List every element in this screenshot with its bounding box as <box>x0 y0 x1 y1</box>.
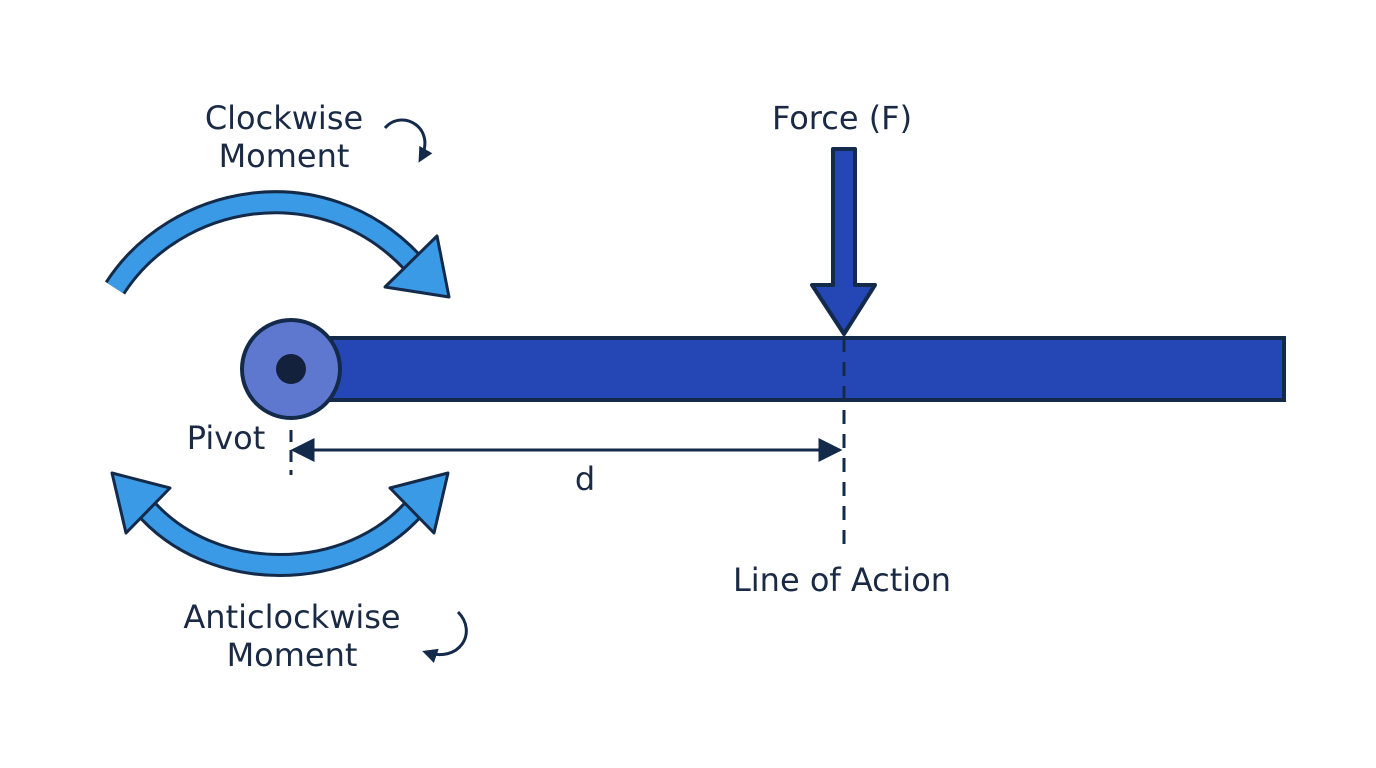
pivot <box>240 318 342 420</box>
force-label: Force (F) <box>772 99 912 137</box>
anticlockwise-arrow-icon <box>422 610 468 663</box>
clockwise-moment-arrow <box>104 190 451 299</box>
clockwise-arrow-icon <box>383 118 433 163</box>
lever-beam <box>288 336 1286 402</box>
clockwise-label-line2: Moment <box>219 137 350 175</box>
force-arrow <box>810 147 877 336</box>
distance-label: d <box>575 460 595 498</box>
clockwise-label-line1: Clockwise <box>205 99 363 137</box>
pivot-label: Pivot <box>187 419 266 457</box>
anticlockwise-label-line2: Moment <box>227 636 358 674</box>
anticlockwise-moment-arrow <box>110 471 450 577</box>
pivot-center <box>276 354 306 384</box>
line-of-action-label: Line of Action <box>733 561 951 599</box>
anticlockwise-label-line1: Anticlockwise <box>183 598 400 636</box>
